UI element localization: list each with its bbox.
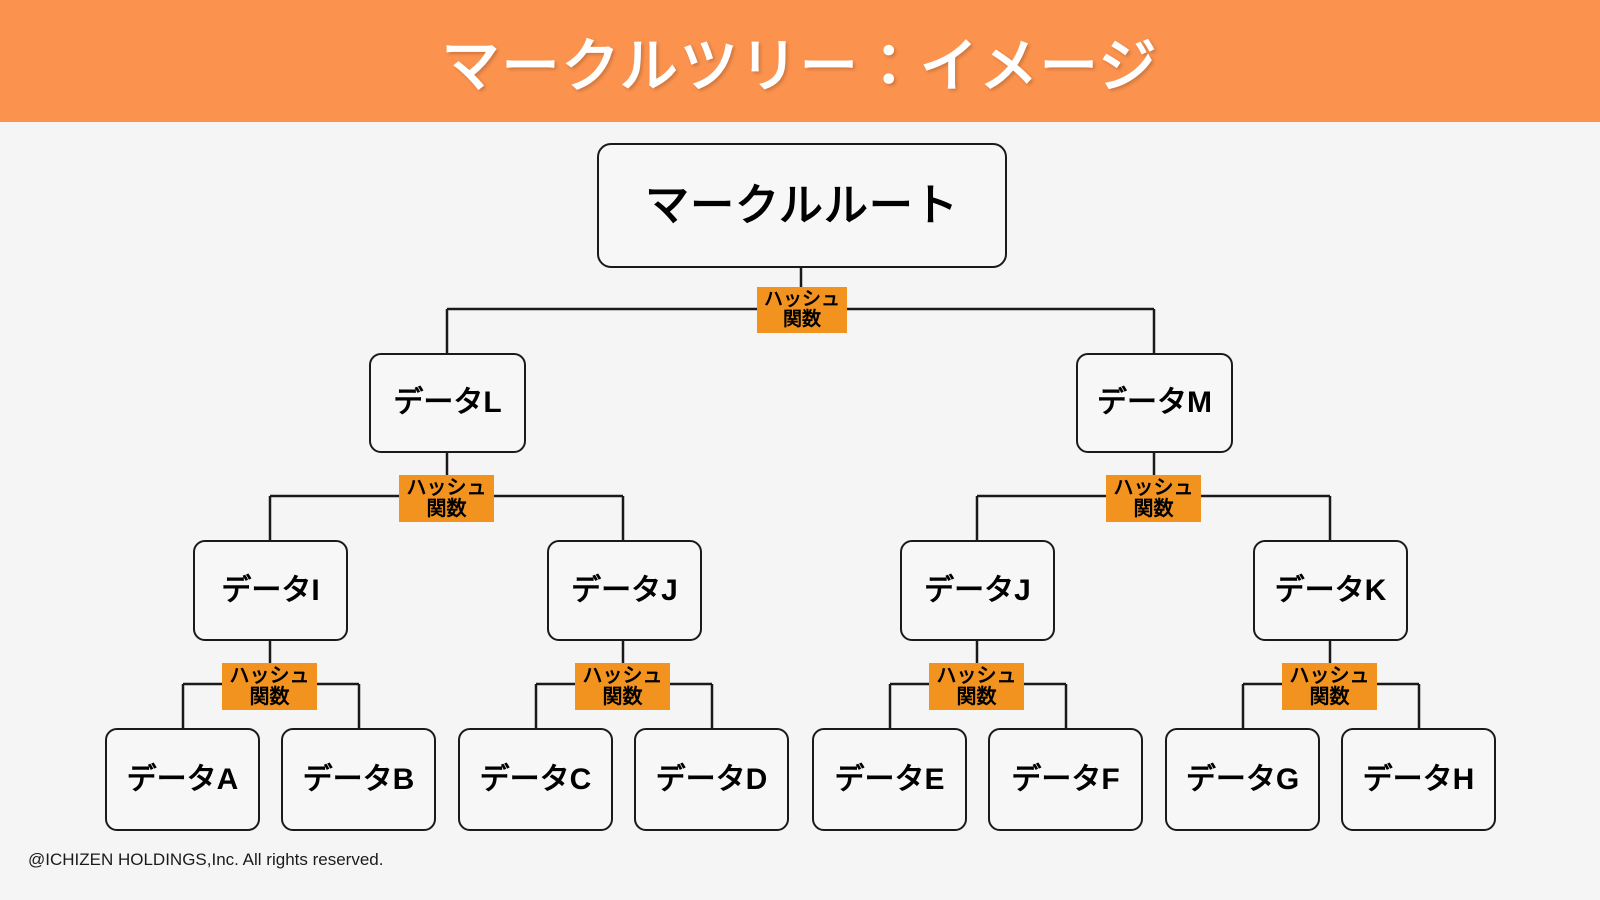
hash-label-line1: ハッシュ — [582, 664, 663, 687]
node-data-h[interactable]: データH — [1341, 728, 1496, 831]
page-title: マークルツリー：イメージ — [441, 34, 1159, 99]
node-label: データM — [1097, 386, 1212, 419]
hash-label-line2: 関数 — [1133, 497, 1174, 520]
node-label: データA — [126, 762, 239, 796]
node-data-i[interactable]: データI — [193, 540, 348, 641]
node-data-l[interactable]: データL — [369, 353, 526, 453]
node-label: マークルルート — [645, 180, 959, 230]
node-data-m[interactable]: データM — [1076, 353, 1233, 453]
hash-label-line1: ハッシュ — [229, 664, 310, 687]
node-label: データK — [1274, 573, 1387, 607]
hash-label-line2: 関数 — [1309, 685, 1350, 708]
hash-function-badge-data-i: ハッシュ 関数 — [222, 663, 317, 710]
hash-label-line1: ハッシュ — [406, 476, 487, 499]
hash-label-line2: 関数 — [249, 685, 290, 708]
node-merkle-root[interactable]: マークルルート — [597, 143, 1007, 268]
node-data-a[interactable]: データA — [105, 728, 260, 831]
hash-label-line2: 関数 — [782, 309, 821, 330]
node-data-e[interactable]: データE — [812, 728, 967, 831]
node-label: データI — [221, 573, 320, 607]
hash-label-line2: 関数 — [426, 497, 467, 520]
hash-label-line1: ハッシュ — [936, 664, 1017, 687]
hash-label-line2: 関数 — [956, 685, 997, 708]
node-label: データE — [834, 762, 945, 796]
node-data-k[interactable]: データK — [1253, 540, 1408, 641]
node-data-j-left[interactable]: データJ — [547, 540, 702, 641]
node-data-d[interactable]: データD — [634, 728, 789, 831]
node-data-g[interactable]: データG — [1165, 728, 1320, 831]
node-data-b[interactable]: データB — [281, 728, 436, 831]
header-band — [0, 0, 1600, 122]
node-label: データB — [302, 762, 415, 796]
footer-copyright: @ICHIZEN HOLDINGS,Inc. All rights reserv… — [28, 850, 384, 869]
node-label: データJ — [571, 573, 678, 607]
node-label: データG — [1185, 762, 1300, 796]
hash-function-badge-data-l: ハッシュ 関数 — [399, 475, 494, 522]
node-label: データJ — [924, 573, 1031, 607]
hash-function-badge-data-m: ハッシュ 関数 — [1106, 475, 1201, 522]
hash-label-line1: ハッシュ — [1113, 476, 1194, 499]
node-data-c[interactable]: データC — [458, 728, 613, 831]
node-data-j-right[interactable]: データJ — [900, 540, 1055, 641]
node-label: データH — [1362, 762, 1475, 796]
hash-function-badge-data-j-right: ハッシュ 関数 — [929, 663, 1024, 710]
node-label: データF — [1011, 762, 1120, 796]
hash-function-badge-root: ハッシュ 関数 — [757, 287, 847, 333]
hash-label-line1: ハッシュ — [1289, 664, 1370, 687]
hash-label-line2: 関数 — [602, 685, 643, 708]
hash-function-badge-data-k: ハッシュ 関数 — [1282, 663, 1377, 710]
node-label: データL — [393, 386, 502, 419]
hash-function-badge-data-j-left: ハッシュ 関数 — [575, 663, 670, 710]
node-label: データC — [479, 762, 592, 796]
node-label: データD — [655, 762, 768, 796]
node-data-f[interactable]: データF — [988, 728, 1143, 831]
hash-label-line1: ハッシュ — [763, 289, 840, 311]
